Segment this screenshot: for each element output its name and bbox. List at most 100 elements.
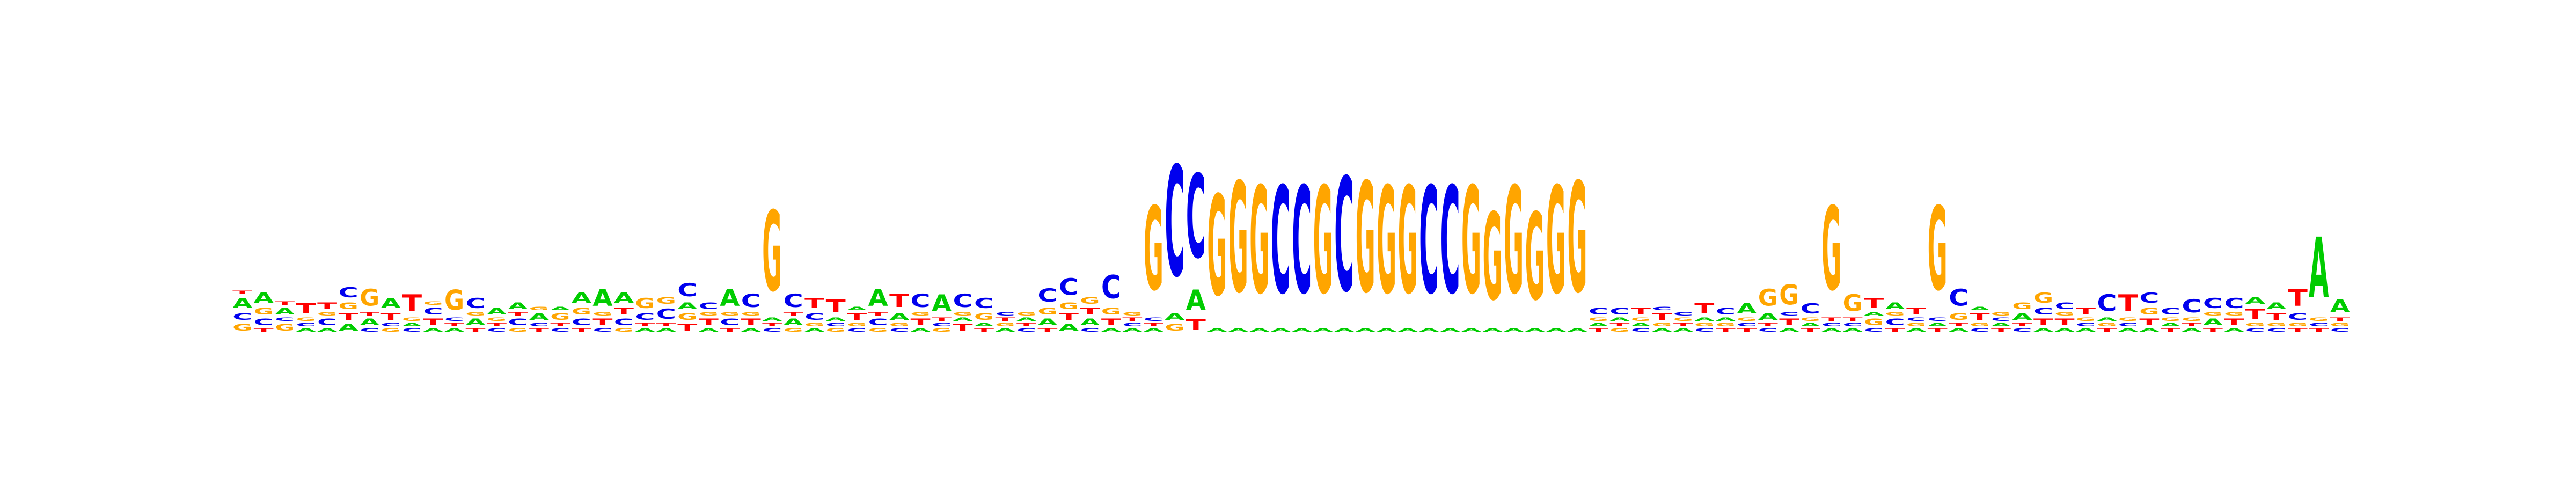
logo-letter-A: A xyxy=(1419,327,1439,333)
logo-letter-A: A xyxy=(1461,327,1482,333)
logo-letter-A: A xyxy=(572,290,591,306)
logo-letter-A: A xyxy=(1398,327,1418,333)
logo-letter-G: G xyxy=(232,322,252,333)
logo-letter-T: T xyxy=(339,311,359,322)
logo-letter-A: A xyxy=(508,301,528,311)
logo-letter-A: A xyxy=(360,317,379,327)
logo-letter-A: A xyxy=(1292,327,1312,333)
logo-letter-A: A xyxy=(2076,327,2096,333)
logo-letter-G: G xyxy=(1037,306,1057,317)
logo-letter-G: G xyxy=(2330,322,2350,327)
logo-letter-C: C xyxy=(1949,285,1968,311)
logo-letter-G: G xyxy=(487,317,507,322)
logo-letter-C: C xyxy=(296,322,316,327)
logo-letter-G: G xyxy=(550,311,570,322)
logo-letter-G: G xyxy=(1821,184,1841,317)
logo-letter-T: T xyxy=(508,311,528,317)
logo-letter-C: C xyxy=(784,290,803,312)
logo-letter-C: C xyxy=(995,311,1015,317)
logo-letter-G: G xyxy=(2266,322,2286,327)
logo-letter-T: T xyxy=(2203,327,2223,333)
logo-letter-C: C xyxy=(826,322,846,327)
logo-letter-G: G xyxy=(1249,157,1269,327)
logo-letter-G: G xyxy=(804,322,824,327)
logo-letter-C: C xyxy=(1885,317,1905,327)
logo-letter-A: A xyxy=(1589,322,1609,327)
logo-letter-C: C xyxy=(1970,327,1990,333)
logo-letter-A: A xyxy=(1504,327,1524,333)
logo-letter-T: T xyxy=(1716,327,1736,333)
logo-letter-A: A xyxy=(2330,295,2351,317)
logo-letter-T: T xyxy=(656,322,677,327)
logo-letter-C: C xyxy=(953,290,973,312)
logo-letter-T: T xyxy=(995,317,1015,322)
logo-letter-C: C xyxy=(592,327,612,333)
logo-letter-A: A xyxy=(296,327,317,333)
logo-letter-G: G xyxy=(1737,317,1757,322)
logo-letter-A: A xyxy=(1801,322,1821,327)
logo-letter-G: G xyxy=(1122,311,1142,317)
logo-letter-C: C xyxy=(868,317,888,327)
logo-letter-A: A xyxy=(784,317,803,327)
logo-letter-A: A xyxy=(529,312,549,322)
logo-letter-C: C xyxy=(1737,322,1757,327)
logo-letter-C: C xyxy=(699,301,719,311)
logo-letter-T: T xyxy=(2288,327,2308,333)
logo-letter-A: A xyxy=(1165,312,1184,322)
logo-letter-A: A xyxy=(889,312,909,322)
logo-letter-A: A xyxy=(381,296,401,312)
logo-letter-G: G xyxy=(1631,317,1651,322)
logo-letter-T: T xyxy=(275,301,295,306)
logo-letter-A: A xyxy=(614,290,634,306)
logo-letter-G: G xyxy=(847,322,867,327)
logo-letter-C: C xyxy=(317,317,337,327)
logo-letter-T: T xyxy=(2161,327,2181,333)
logo-letter-A: A xyxy=(1483,327,1503,333)
logo-letter-C: C xyxy=(1991,317,2011,322)
logo-letter-G: G xyxy=(2118,317,2138,322)
logo-letter-T: T xyxy=(1737,327,1757,333)
logo-letter-G: G xyxy=(932,327,952,333)
logo-letter-A: A xyxy=(635,327,655,333)
logo-letter-C: C xyxy=(1122,322,1142,327)
logo-letter-C: C xyxy=(1821,322,1841,327)
logo-letter-A: A xyxy=(2139,327,2160,333)
logo-letter-A: A xyxy=(953,317,974,322)
logo-letter-C: C xyxy=(1080,327,1100,333)
logo-letter-T: T xyxy=(2266,311,2287,322)
logo-letter-T: T xyxy=(974,327,994,333)
logo-letter-T: T xyxy=(1652,311,1672,322)
logo-letter-A: A xyxy=(1525,327,1545,333)
logo-letter-T: T xyxy=(1694,301,1714,317)
logo-letter-G: G xyxy=(465,311,485,317)
logo-letter-C: C xyxy=(741,290,761,312)
logo-letter-T: T xyxy=(550,322,570,327)
logo-letter-T: T xyxy=(2054,317,2075,327)
logo-letter-T: T xyxy=(232,290,253,295)
logo-letter-C: C xyxy=(677,280,697,301)
logo-letter-T: T xyxy=(572,327,592,333)
logo-letter-T: T xyxy=(677,322,698,333)
logo-letter-A: A xyxy=(1334,327,1355,333)
logo-letter-G: G xyxy=(1546,157,1566,327)
logo-letter-A: A xyxy=(1080,317,1100,327)
logo-letter-T: T xyxy=(360,311,380,317)
logo-letter-C: C xyxy=(762,327,782,333)
logo-letter-C: C xyxy=(444,317,464,322)
logo-letter-T: T xyxy=(720,327,740,333)
logo-letter-G: G xyxy=(614,327,634,333)
logo-letter-A: A xyxy=(592,284,612,311)
logo-letter-C: C xyxy=(720,317,740,327)
logo-letter-C: C xyxy=(932,322,952,327)
logo-letter-C: C xyxy=(614,317,634,327)
logo-letter-C: C xyxy=(1589,306,1608,317)
logo-letter-T: T xyxy=(1821,317,1842,322)
logo-letter-C: C xyxy=(423,306,443,317)
logo-letter-G: G xyxy=(1144,184,1163,317)
logo-letter-T: T xyxy=(1801,327,1821,333)
logo-letter-C: C xyxy=(2330,327,2350,333)
logo-letter-A: A xyxy=(720,284,740,311)
logo-letter-T: T xyxy=(2245,306,2265,323)
logo-letter-A: A xyxy=(1821,327,1842,333)
